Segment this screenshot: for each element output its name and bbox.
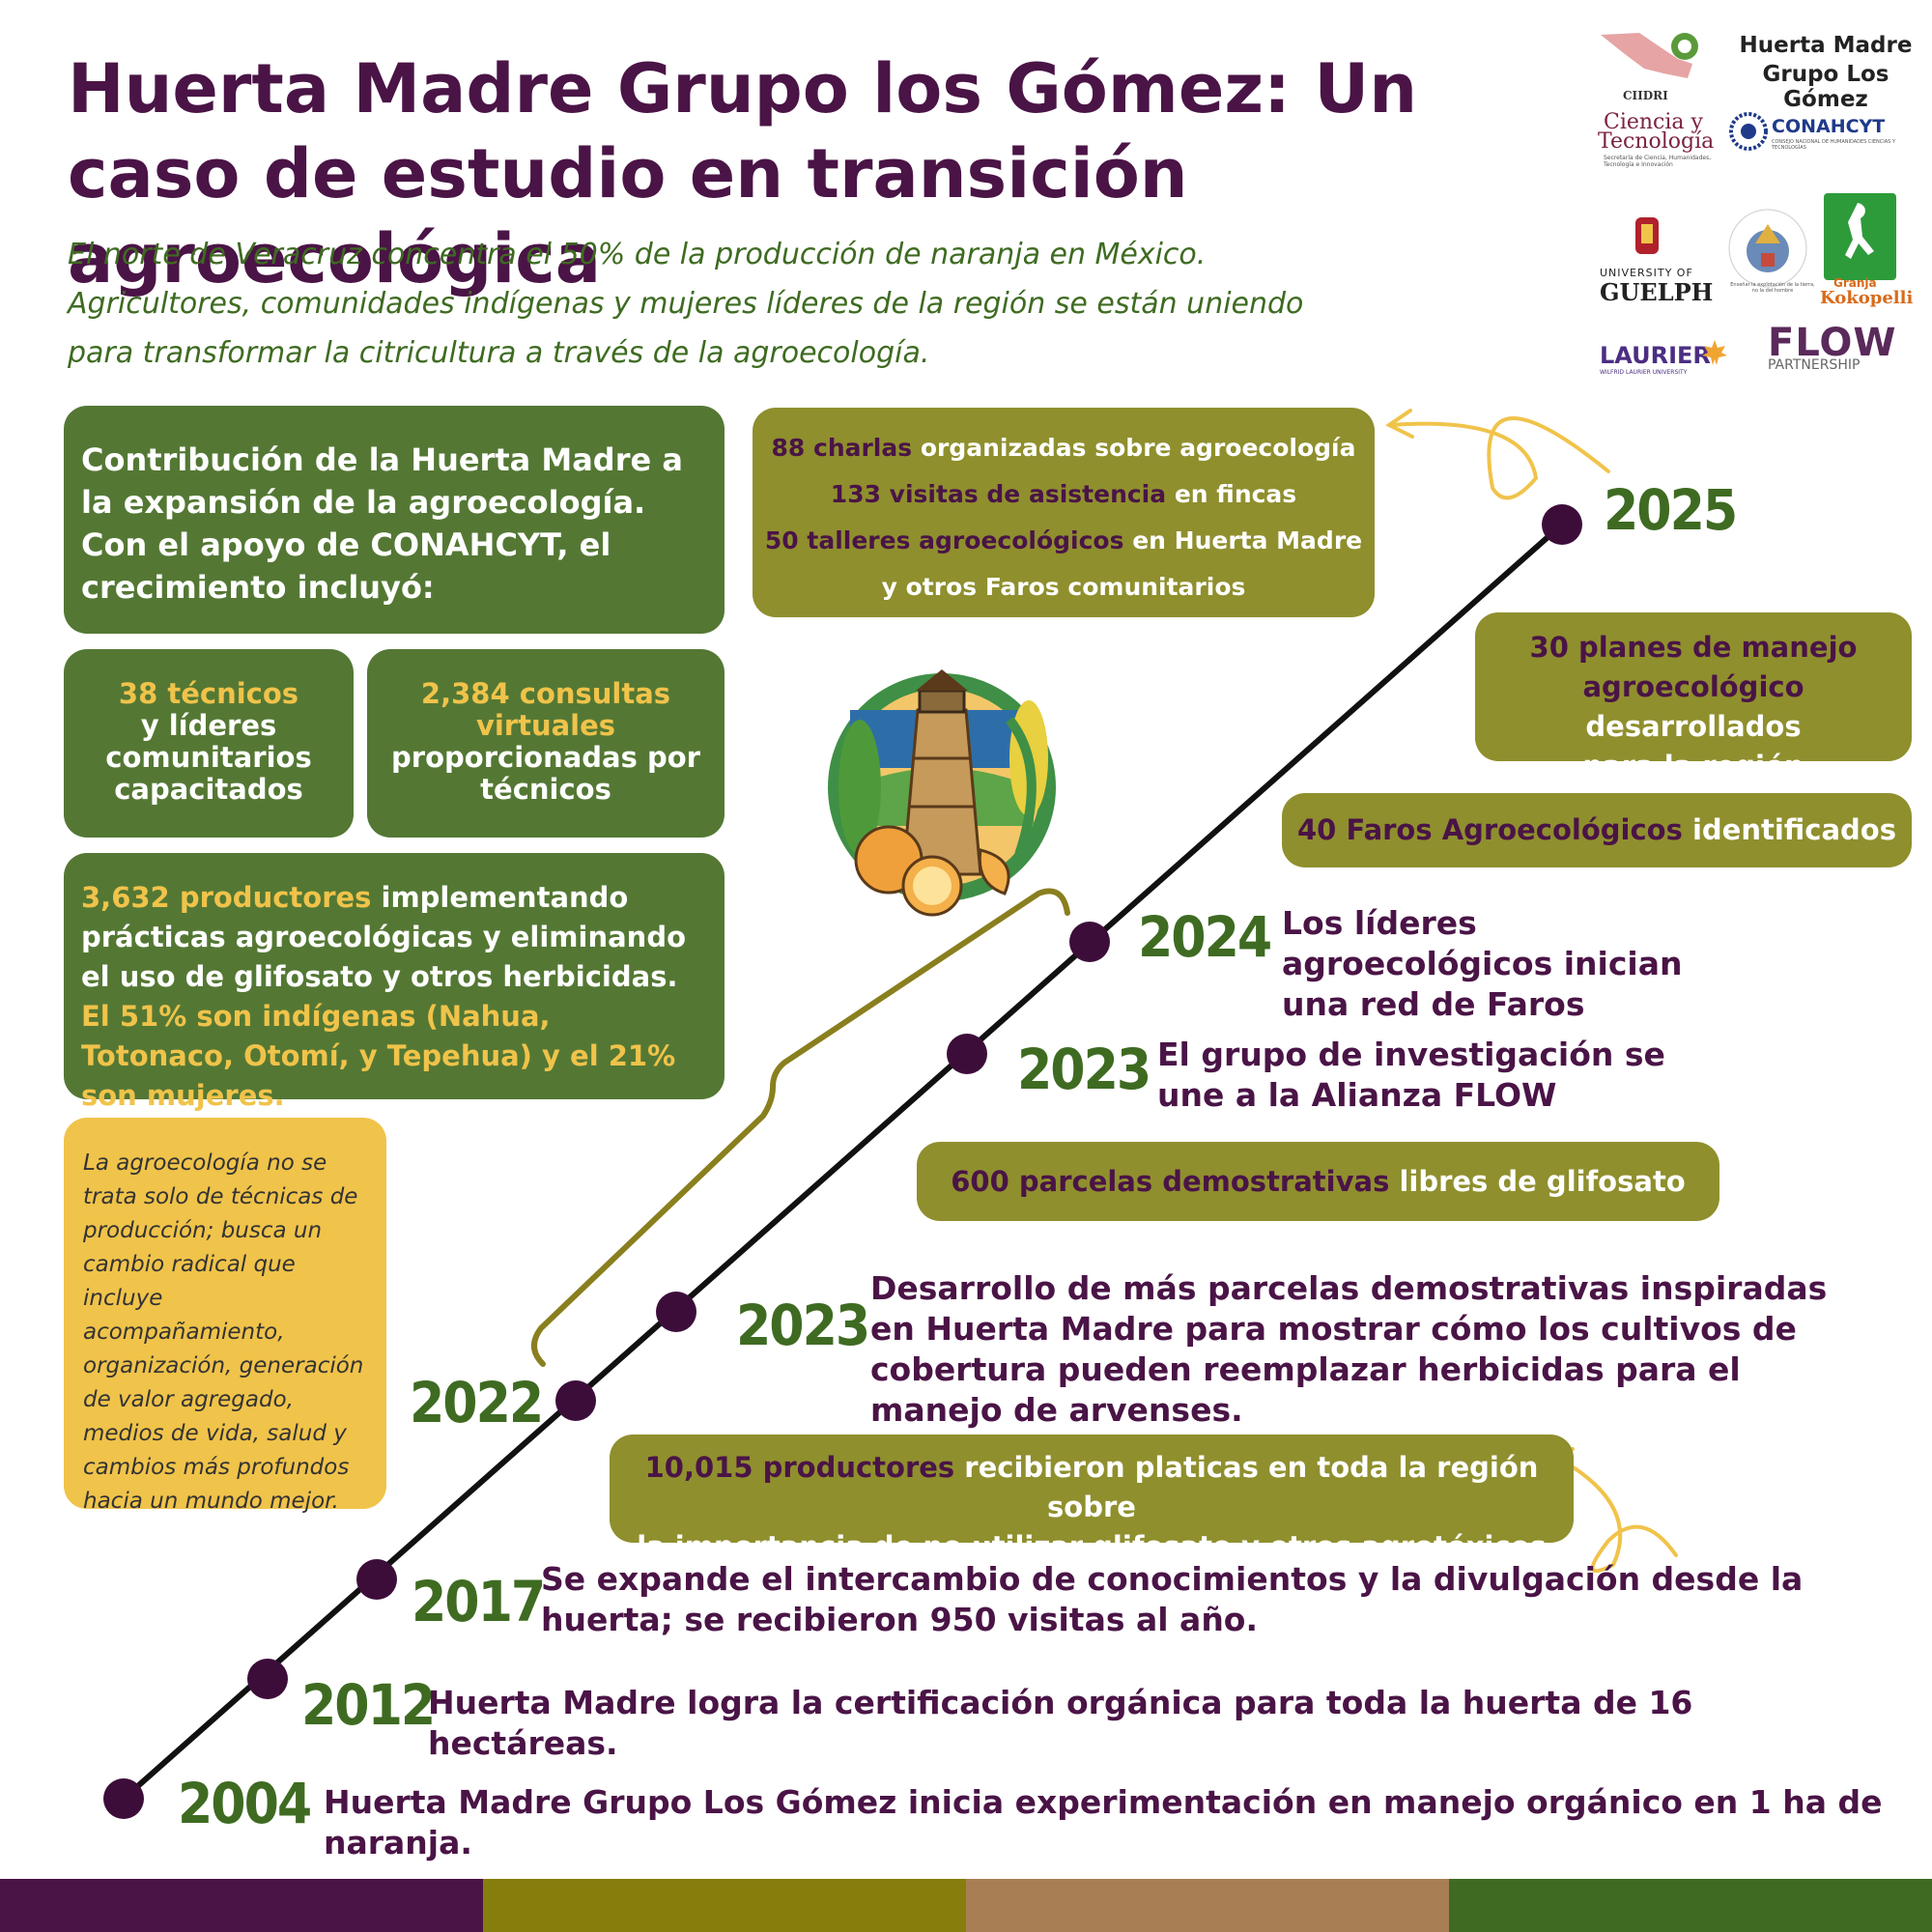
quote-card: La agroecología no se trata solo de técn…	[64, 1118, 386, 1514]
conahcyt-emblem-icon	[1729, 112, 1768, 151]
maple-leaf-icon	[1702, 340, 1727, 365]
stat-producers-value: 3,632 productores	[81, 881, 372, 914]
page-subtitle: El norte de Veracruz concentra el 50% de…	[68, 238, 1304, 370]
stat-card-technicians: 38 técnicos y líderes comunitarios capac…	[64, 649, 354, 838]
stat-producers-demographics: El 51% son indígenas (Nahua, Totonaco, O…	[81, 1000, 676, 1112]
footer-band-olive	[483, 1879, 966, 1932]
ciencia-small: Secretaría de Ciencia, Humanidades, Tecn…	[1604, 155, 1712, 168]
stat-consultations-label: proporcionadas por técnicos	[391, 741, 700, 806]
producers-talks-text-2: la importancia de no utilizar glifosato …	[637, 1530, 1547, 1563]
ciidri-label: CIIDRI	[1623, 89, 1668, 102]
year-2025: 2025	[1604, 477, 1738, 543]
event-2024: Los líderes agroecológicos inician una r…	[1282, 904, 1683, 1023]
granja-label-1: Granja	[1833, 276, 1877, 290]
year-2024: 2024	[1138, 904, 1272, 970]
stat-card-consultations: 2,384 consultas virtuales proporcionadas…	[367, 649, 724, 838]
arrowhead-2025-icon	[1385, 409, 1414, 439]
arrow-2017-icon	[1548, 1452, 1678, 1574]
timeline-dot-2024	[1069, 922, 1110, 962]
footer-band-brown	[966, 1879, 1449, 1932]
highlight-workshops: 50 talleres agroecológicos en Huerta Mad…	[764, 526, 1363, 554]
timeline-dot-2017	[356, 1559, 397, 1600]
timeline-dot-2004	[103, 1778, 144, 1819]
highlight-demo-plots: 600 parcelas demostrativas libres de gli…	[917, 1142, 1719, 1221]
year-2017: 2017	[412, 1569, 546, 1634]
plans-value-2: agroecológico	[1582, 670, 1804, 703]
timeline-dot-2023a	[656, 1292, 696, 1332]
guelph-label-1: UNIVERSITY OF	[1600, 267, 1693, 279]
flow-label: FLOW	[1768, 321, 1897, 365]
plans-text-2: para la región	[1582, 750, 1804, 782]
ciencia-logo-1: Ciencia y	[1604, 110, 1703, 134]
faros-value: 40 Faros Agroecológicos	[1297, 813, 1683, 846]
highlight-faros: y otros Faros comunitarios	[881, 573, 1246, 601]
event-2017: Se expande el intercambio de conocimient…	[541, 1560, 1804, 1638]
guelph-label-2: GUELPH	[1600, 278, 1714, 306]
guelph-crest-icon	[1635, 217, 1659, 254]
ciidri-map-logo	[1601, 33, 1698, 78]
laurier-label: LAURIER	[1600, 342, 1711, 369]
timeline-dot-2025	[1542, 504, 1582, 545]
producers-talks-text: recibieron platicas en toda la región so…	[954, 1451, 1539, 1523]
stat-technicians-value: 38 técnicos	[118, 677, 299, 710]
event-2004: Huerta Madre Grupo Los Gómez inicia expe…	[324, 1783, 1883, 1861]
group-name-2: Grupo Los Gómez	[1762, 62, 1889, 112]
demo-plots-value: 600 parcelas demostrativas	[951, 1165, 1390, 1198]
lighthouse-illustration	[828, 669, 1056, 917]
timeline-dot-2022	[555, 1380, 596, 1421]
logo-area: CIIDRI Huerta Madre Grupo Los Gómez Cien…	[1584, 19, 1932, 377]
year-2023-flow: 2023	[1017, 1037, 1151, 1102]
stat-producers-text: implementando prácticas agroecológicas y…	[81, 881, 687, 993]
stat-consultations-value: 2,384 consultas virtuales	[420, 677, 671, 742]
demo-plots-text: libres de glifosato	[1389, 1165, 1686, 1198]
chapingo-emblem-icon	[1728, 209, 1807, 288]
highlight-talks: 88 charlas organizadas sobre agroecologí…	[771, 434, 1356, 462]
timeline-dot-2023b	[947, 1034, 987, 1074]
arrow-2025-icon	[1389, 415, 1610, 500]
kokopelli-figure-icon	[1845, 203, 1874, 259]
page-title: Huerta Madre Grupo los Gómez: Un caso de…	[68, 49, 1418, 298]
producers-talks-value: 10,015 productores	[644, 1451, 955, 1484]
year-2023-plots: 2023	[736, 1293, 870, 1358]
timeline-dot-2012	[247, 1659, 288, 1699]
contribution-intro-text: Contribución de la Huerta Madre a la exp…	[81, 441, 683, 606]
footer-band-purple	[0, 1879, 483, 1932]
plans-text: desarrollados	[1585, 710, 1802, 743]
conahcyt-label: CONAHCYT	[1772, 116, 1886, 137]
highlight-2025-activities: 88 charlas organizadas sobre agroecologí…	[753, 408, 1375, 617]
plans-value: 30 planes de manejo	[1529, 631, 1858, 664]
stat-technicians-label: y líderes comunitarios capacitados	[105, 709, 312, 806]
group-name-1: Huerta Madre	[1739, 33, 1913, 58]
highlight-faros-identified: 40 Faros Agroecológicos identificados	[1282, 793, 1912, 867]
event-2023-plots: Desarrollo de más parcelas demostrativas…	[870, 1269, 1828, 1429]
ciencia-logo-2: Tecnología	[1598, 129, 1715, 154]
granja-label-2: Kokopelli	[1820, 288, 1914, 308]
year-2004: 2004	[178, 1771, 312, 1836]
year-2012: 2012	[301, 1672, 436, 1738]
event-2012: Huerta Madre logra la certificación orgá…	[428, 1684, 1693, 1762]
year-2022: 2022	[410, 1370, 544, 1435]
flow-small: PARTNERSHIP	[1768, 357, 1861, 373]
highlight-producers-talks: 10,015 productores recibieron platicas e…	[610, 1435, 1574, 1563]
granja-kokopelli-logo	[1824, 193, 1896, 280]
period-bracket	[531, 888, 1070, 1367]
stat-card-producers: 3,632 productores implementando práctica…	[64, 853, 724, 1112]
faros-text: identificados	[1682, 813, 1896, 846]
chapingo-motto: Enseñar la explotación de la tierra, no …	[1730, 282, 1815, 294]
footer-band-green	[1449, 1879, 1932, 1932]
contribution-intro-card: Contribución de la Huerta Madre a la exp…	[64, 406, 724, 634]
event-2023-flow: El grupo de investigación se une a la Al…	[1157, 1036, 1665, 1114]
highlight-management-plans: 30 planes de manejo agroecológico desarr…	[1475, 612, 1912, 782]
highlight-visits: 133 visitas de asistencia en fincas	[830, 480, 1297, 508]
laurier-small: WILFRID LAURIER UNIVERSITY	[1600, 369, 1688, 376]
quote-text: La agroecología no se trata solo de técn…	[83, 1151, 364, 1514]
conahcyt-small: CONSEJO NACIONAL DE HUMANIDADES CIENCIAS…	[1772, 139, 1896, 151]
